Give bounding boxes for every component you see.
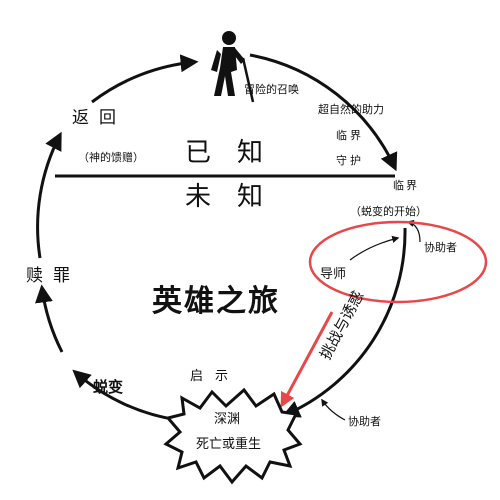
call-to-adventure-label: 冒险的召唤	[244, 83, 299, 96]
known-label: 已知	[185, 138, 290, 168]
divine-gift-label: （神的馈赠）	[78, 151, 144, 164]
diagram-title: 英雄之旅	[152, 284, 280, 319]
helper-arrow-right	[406, 219, 421, 243]
abyss-burst	[163, 387, 303, 485]
cycle-arc-bottom-left	[72, 369, 179, 422]
threshold-guardian-label-1: 临界	[336, 129, 364, 142]
transformation-label: 蜕变	[93, 378, 124, 396]
cycle-arc-left	[35, 284, 64, 353]
cycle-arc-right	[281, 227, 407, 418]
red-arrow-to-abyss	[280, 311, 334, 408]
cycle-arc-left-upper	[36, 131, 62, 259]
threshold-guardian-label-2: 守护	[336, 154, 364, 167]
hiker-icon	[211, 31, 255, 103]
helper-bottom-label: 协助者	[348, 415, 381, 428]
mentor-label: 导师	[320, 267, 347, 282]
revelation-label: 启示	[190, 369, 241, 384]
supernatural-aid-label: 超自然的助力	[318, 103, 384, 116]
unknown-label: 未知	[185, 182, 290, 212]
cycle-arc-top-right	[249, 53, 398, 172]
abyss-label: 深渊	[214, 412, 241, 427]
mentor-highlight-ellipse	[308, 220, 488, 304]
helper-right-label: 协助者	[424, 241, 457, 254]
mentor-arrow	[349, 235, 400, 261]
helper-arrow-bottom	[321, 398, 346, 421]
cycle-arc-top-left	[91, 54, 199, 104]
death-rebirth-label: 死亡或重生	[196, 437, 262, 452]
atonement-label: 赎罪	[26, 266, 80, 286]
threshold-sub-label: （蜕变的开始）	[350, 205, 427, 218]
return-label: 返回	[72, 108, 126, 128]
threshold-label: 临界	[393, 179, 419, 192]
